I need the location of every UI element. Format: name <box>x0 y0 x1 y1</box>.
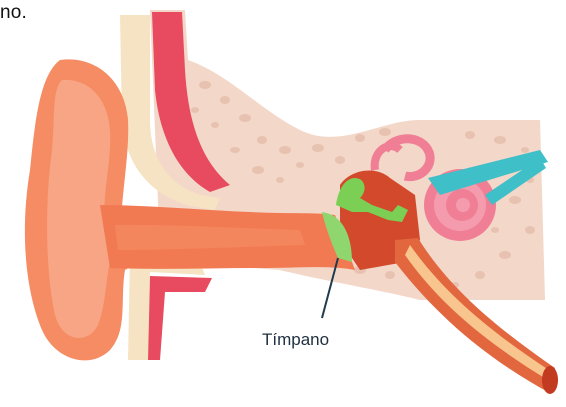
eardrum-label: Tímpano <box>262 330 329 349</box>
tube-opening <box>542 366 558 394</box>
cartilage-lower <box>128 255 205 360</box>
muscle-lower <box>148 276 212 360</box>
